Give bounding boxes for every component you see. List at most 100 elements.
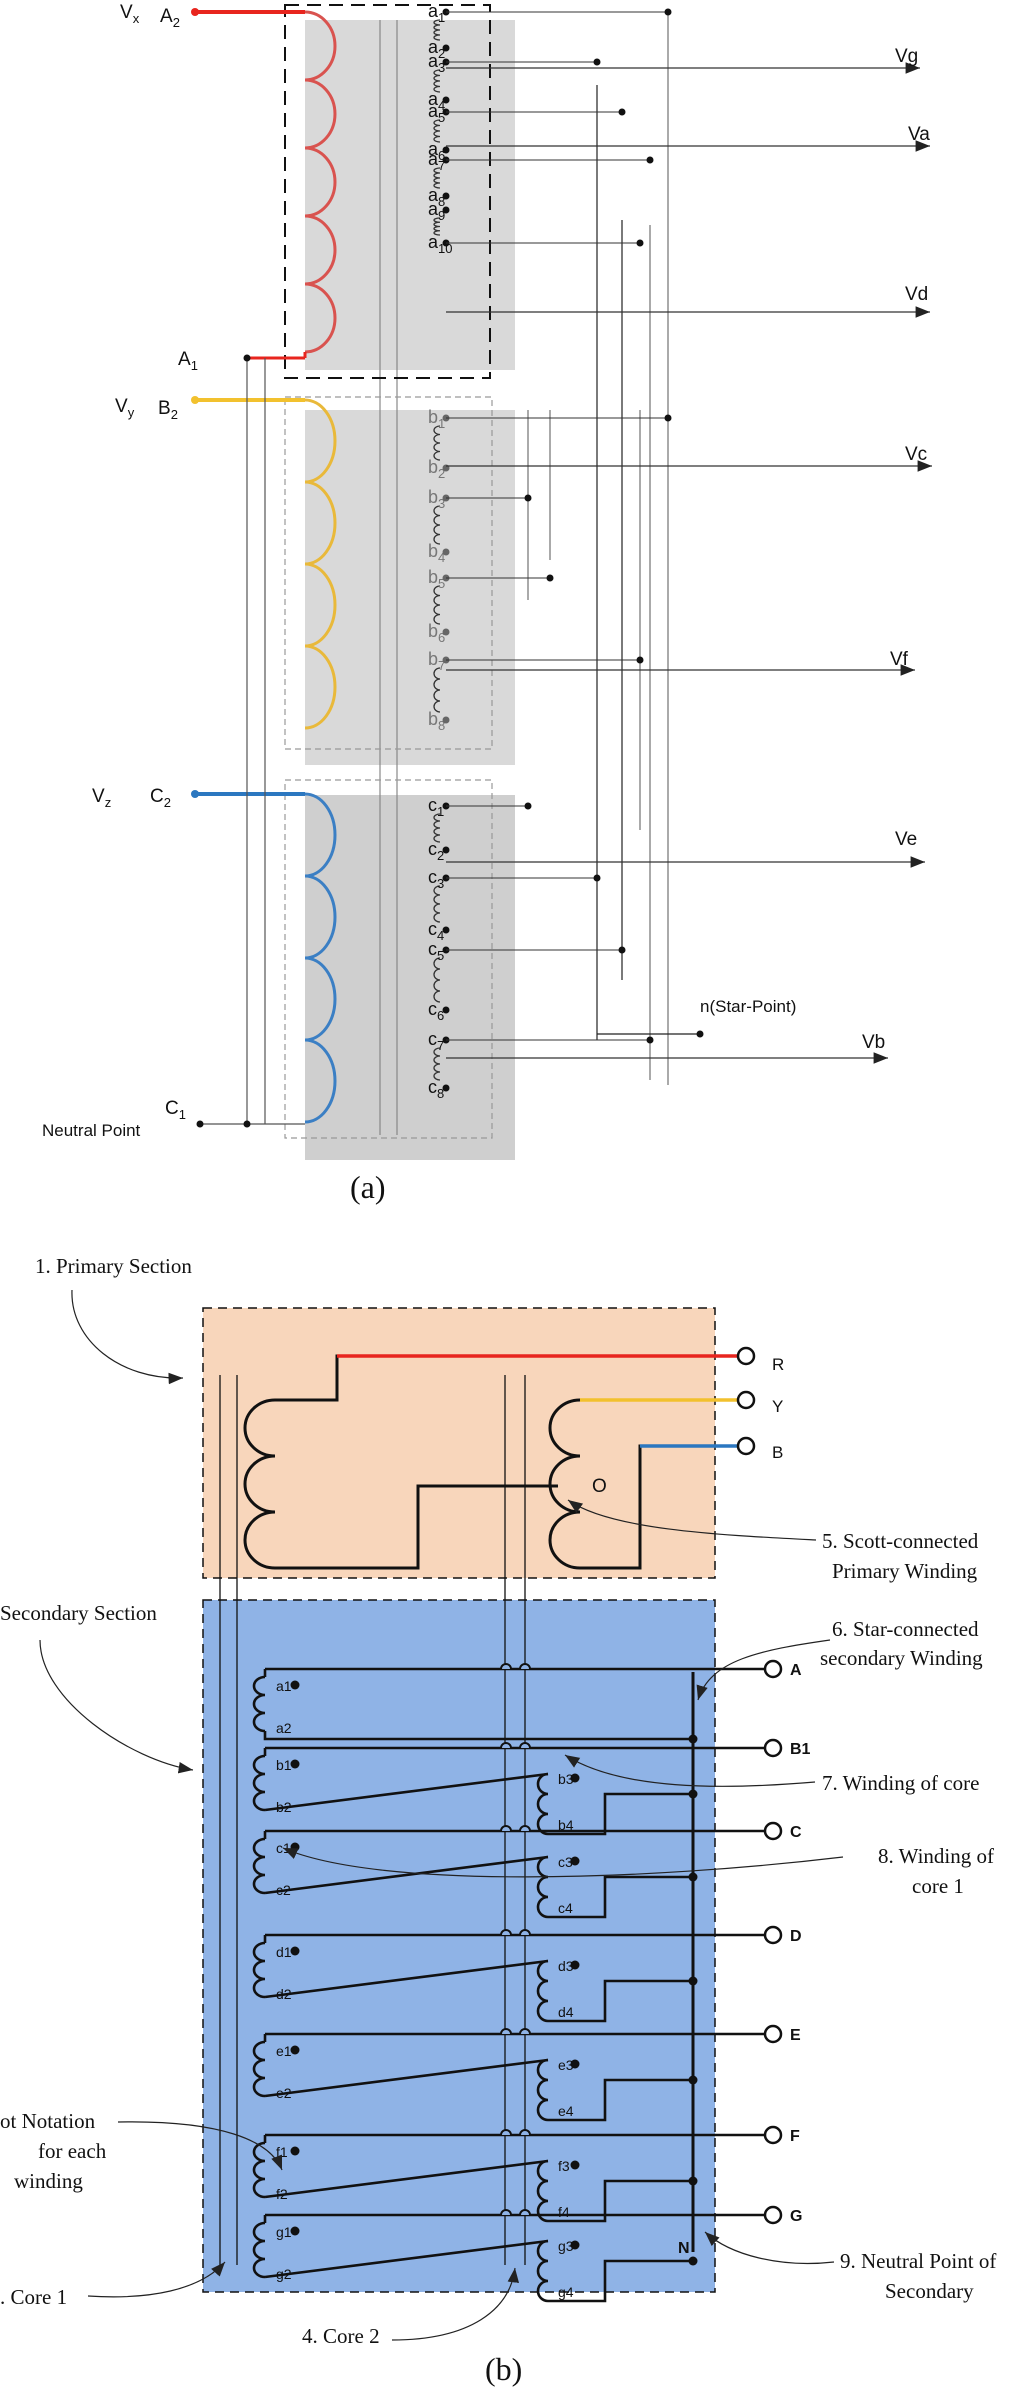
callout-scott-2: Primary Winding xyxy=(832,1559,978,1583)
tap-label: c1 xyxy=(428,795,444,819)
tap-dot xyxy=(442,192,450,200)
tap-coil xyxy=(433,19,441,41)
core1-winding xyxy=(252,1941,266,1999)
core2-winding xyxy=(536,1855,549,1919)
terminal-b xyxy=(736,1436,756,1456)
winding-label: c3 xyxy=(558,1854,573,1870)
tap-label: b1 xyxy=(428,407,445,431)
star-point-dot xyxy=(696,1030,704,1038)
secondary-terminal xyxy=(763,1925,783,1945)
tap-coil xyxy=(433,217,441,236)
tap-dot xyxy=(442,628,450,636)
output-label: Va xyxy=(908,124,930,145)
callout-dot-3: winding xyxy=(14,2169,83,2193)
winding-label: b1 xyxy=(276,1757,292,1773)
bus-junction xyxy=(646,1036,654,1044)
winding-label: g1 xyxy=(276,2224,292,2240)
terminal-r-label: R xyxy=(772,1355,784,1374)
polarity-dot xyxy=(290,1680,300,1690)
core2-winding xyxy=(536,1772,549,1836)
polarity-dot xyxy=(570,1773,580,1783)
callout-dot-1: ot Notation xyxy=(0,2109,96,2133)
winding-label: a1 xyxy=(276,1678,292,1694)
output-label: Vg xyxy=(895,46,918,67)
label-c2: C2 xyxy=(150,786,171,810)
dashed-box-z xyxy=(284,779,493,1139)
winding-label: f1 xyxy=(276,2144,288,2160)
polarity-dot xyxy=(290,2226,300,2236)
primary-coil-z xyxy=(304,792,337,1124)
bus-junction xyxy=(618,108,626,116)
secondary-terminal-label: C xyxy=(790,1824,802,1841)
winding-label: e1 xyxy=(276,2043,292,2059)
tap-coil xyxy=(433,425,441,461)
tap-label: a9 xyxy=(428,199,445,223)
core-block-y xyxy=(305,410,515,765)
winding-label: b3 xyxy=(558,1771,574,1787)
neutral-terminal-label: N xyxy=(678,2240,690,2257)
star-point-label: n(Star-Point) xyxy=(700,997,796,1016)
tap-label: a7 xyxy=(428,149,445,173)
label-a2: A2 xyxy=(160,6,180,30)
tap-coil xyxy=(433,505,441,545)
output-label: Vc xyxy=(905,444,927,465)
callout-scott-1: 5. Scott-connected xyxy=(822,1529,979,1553)
tap-label: a8 xyxy=(428,185,445,209)
bus-junction xyxy=(636,656,644,664)
bus-junction xyxy=(664,414,672,422)
tap-dot xyxy=(442,926,450,934)
callout-star-1: 6. Star-connected xyxy=(832,1617,979,1641)
polarity-dot xyxy=(290,2045,300,2055)
tap-dot xyxy=(442,44,450,52)
caption-a: (a) xyxy=(350,1169,386,1205)
bus-junction xyxy=(664,8,672,16)
label-vy: Vy xyxy=(115,396,135,420)
core2-winding xyxy=(536,2159,549,2223)
winding-label: g4 xyxy=(558,2284,574,2300)
winding-label: f3 xyxy=(558,2158,570,2174)
secondary-windings: Aa1a2B1b1b2b3b4Cc1c2c3c4Dd1d2d3d4Ee1e2e3… xyxy=(252,1659,811,2303)
tap-label: b3 xyxy=(428,487,445,511)
callout-core1: . Core 1 xyxy=(0,2285,67,2309)
bus-junction xyxy=(524,802,532,810)
output-label: Vf xyxy=(890,649,909,670)
tap-dot xyxy=(442,206,450,214)
winding-label: e3 xyxy=(558,2057,574,2073)
output-label: Ve xyxy=(895,829,917,850)
winding-label: d3 xyxy=(558,1958,574,1974)
secondary-terminal-label: D xyxy=(790,1928,802,1945)
polarity-dot xyxy=(570,2240,580,2250)
secondary-terminal xyxy=(763,2125,783,2145)
polarity-dot xyxy=(570,1856,580,1866)
core-block-x xyxy=(305,20,515,370)
winding-label: d1 xyxy=(276,1944,292,1960)
dashed-box-y xyxy=(284,396,493,750)
bus-junction xyxy=(618,946,626,954)
tap-labels: a1a2a3a4a5a6a7a8a9a10b1b2b3b4b5b6b7b8c1c… xyxy=(428,1,452,1101)
tap-label: a3 xyxy=(428,51,445,75)
tap-label: a6 xyxy=(428,139,445,163)
secondary-terminal xyxy=(763,1821,783,1841)
dashed-box-x xyxy=(284,4,491,379)
tap-dot xyxy=(442,96,450,104)
tap-label: c5 xyxy=(428,939,444,963)
winding-label: f4 xyxy=(558,2204,570,2220)
tap-label: b7 xyxy=(428,649,445,673)
tap-label: c8 xyxy=(428,1077,444,1101)
label-b2: B2 xyxy=(158,398,178,422)
tap-label: c4 xyxy=(428,919,444,943)
label-neutral-point: Neutral Point xyxy=(42,1121,141,1140)
secondary-section-box xyxy=(202,1599,716,2293)
tap-dot xyxy=(442,716,450,724)
tap-coil xyxy=(433,957,441,1003)
callout-neutral-2: Secondary xyxy=(885,2279,974,2303)
tap-label: a1 xyxy=(428,1,445,25)
label-a1: A1 xyxy=(178,349,198,373)
polarity-dot xyxy=(290,1759,300,1769)
winding-label: e4 xyxy=(558,2103,574,2119)
secondary-terminal-label: F xyxy=(790,2128,800,2145)
secondary-terminal xyxy=(763,2024,783,2044)
secondary-terminal-label: G xyxy=(790,2208,802,2225)
